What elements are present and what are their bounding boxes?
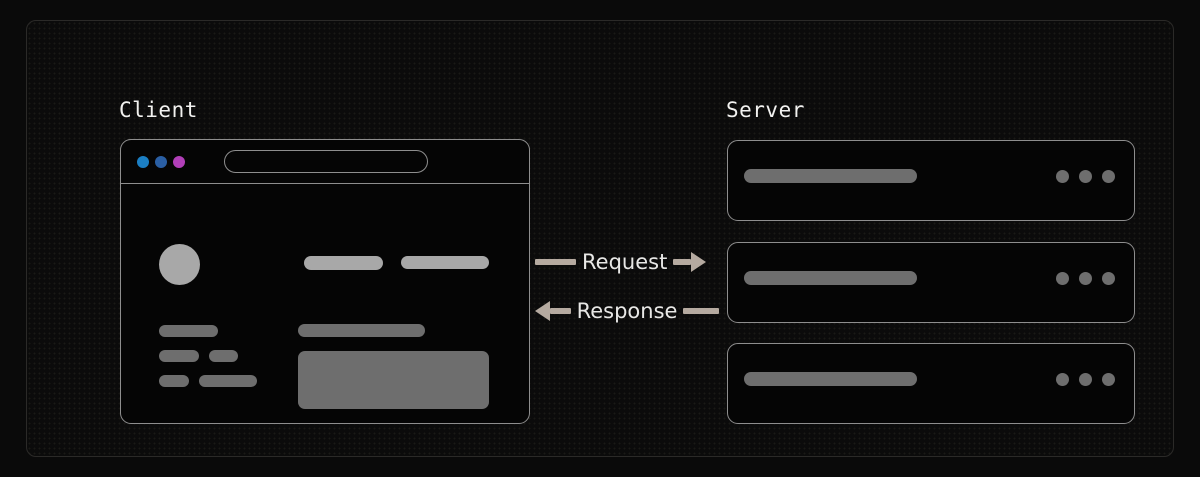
left-line-5 — [199, 375, 257, 387]
server-bar — [744, 271, 917, 285]
server-status-dots — [1056, 170, 1115, 183]
request-line-left — [535, 259, 576, 265]
server-node-3 — [727, 343, 1135, 424]
server-bar — [744, 372, 917, 386]
server-node-2 — [727, 242, 1135, 323]
left-line-1 — [159, 325, 218, 337]
client-page-content — [121, 184, 529, 423]
right-line-1 — [298, 324, 425, 337]
window-dot-magenta-icon[interactable] — [173, 156, 185, 168]
server-dot-icon — [1056, 373, 1069, 386]
response-line-right — [683, 308, 719, 314]
client-heading: Client — [119, 98, 198, 122]
left-line-2 — [159, 350, 199, 362]
client-browser-window — [120, 139, 530, 424]
server-dot-icon — [1079, 373, 1092, 386]
response-label: Response — [576, 298, 678, 323]
server-dot-icon — [1079, 272, 1092, 285]
arrow-left-icon — [535, 301, 550, 321]
header-line-1 — [304, 256, 383, 270]
server-dot-icon — [1102, 373, 1115, 386]
server-heading: Server — [726, 98, 805, 122]
request-label: Request — [582, 249, 668, 274]
server-bar — [744, 169, 917, 183]
server-dot-icon — [1102, 272, 1115, 285]
avatar — [159, 244, 200, 285]
flow-request: Request — [535, 247, 719, 277]
header-line-2 — [401, 256, 489, 269]
server-dot-icon — [1102, 170, 1115, 183]
flow-response: Response — [535, 296, 719, 326]
diagram-frame: Client Server — [26, 20, 1174, 457]
request-line-right — [673, 259, 692, 265]
server-dot-icon — [1056, 272, 1069, 285]
server-status-dots — [1056, 373, 1115, 386]
left-line-4 — [159, 375, 189, 387]
server-node-1 — [727, 140, 1135, 221]
arrow-right-icon — [691, 252, 707, 272]
window-dot-blue-icon[interactable] — [137, 156, 149, 168]
server-dot-icon — [1079, 170, 1092, 183]
media-placeholder — [298, 351, 489, 409]
browser-title-bar — [121, 140, 529, 184]
url-input[interactable] — [224, 150, 428, 173]
response-line-left — [550, 308, 571, 314]
window-dot-indigo-icon[interactable] — [155, 156, 167, 168]
server-status-dots — [1056, 272, 1115, 285]
left-line-3 — [209, 350, 238, 362]
server-dot-icon — [1056, 170, 1069, 183]
